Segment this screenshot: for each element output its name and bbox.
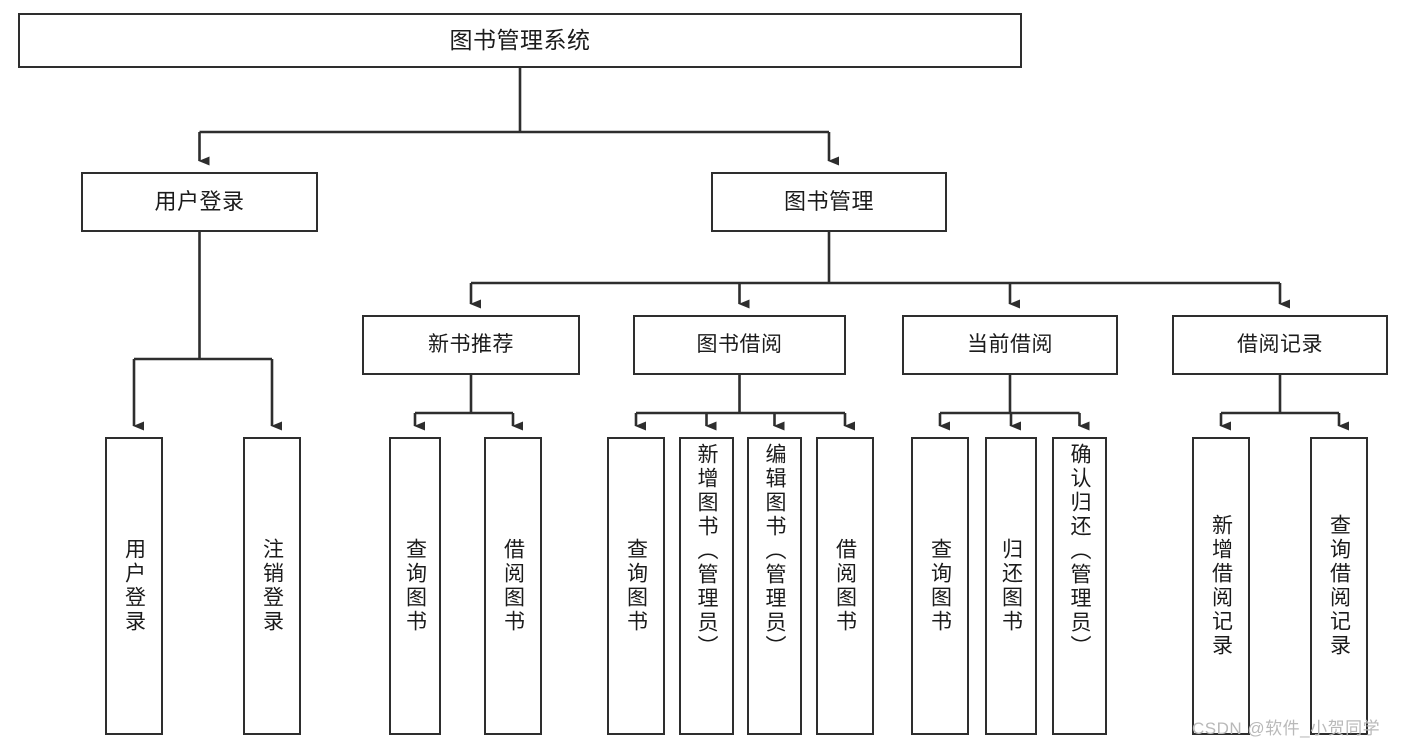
node-book-borrow-label: 图书借阅 [696, 333, 783, 357]
leaf-return-book[interactable]: 归还图书 [985, 437, 1037, 735]
leaf-confirm-return[interactable]: 确认归还（管理员） [1052, 437, 1107, 735]
leaf-query-borrow-record[interactable]: 查询借阅记录 [1310, 437, 1368, 735]
leaf-logout[interactable]: 注销登录 [243, 437, 301, 735]
node-borrow-record[interactable]: 借阅记录 [1172, 315, 1388, 375]
node-borrow-record-label: 借阅记录 [1237, 333, 1323, 357]
tree-connectors [132, 68, 1349, 431]
leaf-confirm-return-label: 确认归还（管理员） [1068, 443, 1091, 659]
leaf-query-book-recommend-label: 查询图书 [403, 538, 427, 634]
leaf-borrow-book-recommend-label: 借阅图书 [501, 538, 525, 634]
node-user-login[interactable]: 用户登录 [81, 172, 318, 232]
node-book-borrow[interactable]: 图书借阅 [633, 315, 846, 375]
leaf-user-login[interactable]: 用户登录 [105, 437, 163, 735]
node-current-borrow-label: 当前借阅 [967, 333, 1053, 357]
leaf-logout-label: 注销登录 [260, 538, 284, 634]
leaf-add-borrow-record[interactable]: 新增借阅记录 [1192, 437, 1250, 735]
leaf-borrow-book[interactable]: 借阅图书 [816, 437, 874, 735]
leaf-query-book[interactable]: 查询图书 [607, 437, 665, 735]
leaf-edit-book-label: 编辑图书（管理员） [763, 443, 786, 659]
leaf-return-book-label: 归还图书 [999, 538, 1023, 634]
node-book-manage-label: 图书管理 [783, 188, 874, 214]
node-user-login-label: 用户登录 [154, 188, 245, 214]
node-book-manage[interactable]: 图书管理 [711, 172, 947, 232]
leaf-query-book-recommend[interactable]: 查询图书 [389, 437, 441, 735]
leaf-user-login-label: 用户登录 [122, 538, 146, 634]
leaf-add-borrow-record-label: 新增借阅记录 [1209, 514, 1233, 658]
leaf-query-current-borrow[interactable]: 查询图书 [911, 437, 969, 735]
leaf-borrow-book-recommend[interactable]: 借阅图书 [484, 437, 542, 735]
leaf-add-book-label: 新增图书（管理员） [695, 443, 718, 659]
leaf-query-borrow-record-label: 查询借阅记录 [1327, 514, 1351, 658]
leaf-edit-book[interactable]: 编辑图书（管理员） [747, 437, 802, 735]
leaf-add-book[interactable]: 新增图书（管理员） [679, 437, 734, 735]
node-root[interactable]: 图书管理系统 [18, 13, 1022, 68]
node-root-label: 图书管理系统 [449, 27, 591, 54]
leaf-query-current-borrow-label: 查询图书 [928, 538, 952, 634]
node-new-book-recommend[interactable]: 新书推荐 [362, 315, 580, 375]
leaf-query-book-label: 查询图书 [624, 538, 648, 634]
node-current-borrow[interactable]: 当前借阅 [902, 315, 1118, 375]
node-new-book-recommend-label: 新书推荐 [428, 333, 514, 357]
leaf-borrow-book-label: 借阅图书 [833, 538, 857, 634]
